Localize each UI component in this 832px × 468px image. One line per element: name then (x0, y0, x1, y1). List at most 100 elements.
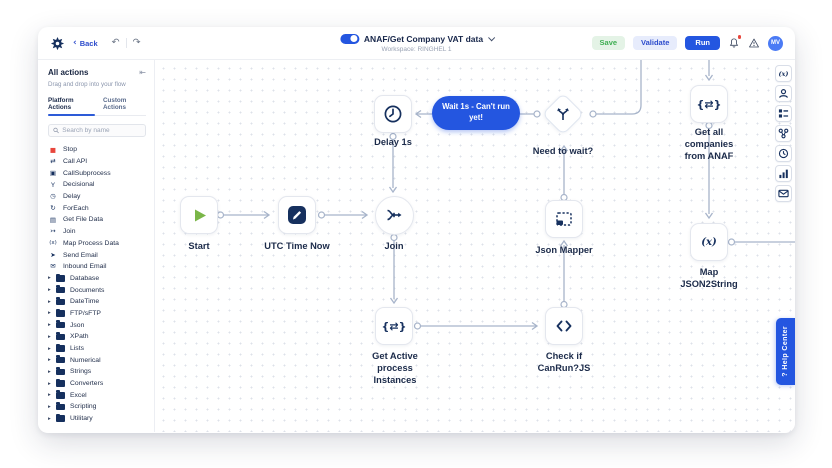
help-center-label: ? Help Center (782, 326, 789, 377)
folder-documents[interactable]: ▸ Documents (48, 284, 146, 296)
mail-icon (778, 189, 789, 198)
flow-active-toggle[interactable] (339, 33, 359, 44)
rail-connections-button[interactable] (775, 125, 792, 142)
app-logo-icon[interactable] (50, 36, 65, 51)
folder-icon (56, 402, 65, 411)
rail-history-button[interactable] (775, 145, 792, 162)
flow-title[interactable]: ANAF/Get Company VAT data (363, 33, 484, 44)
chevron-right-icon: ▸ (48, 380, 51, 387)
chevron-right-icon: ▸ (48, 403, 51, 410)
node-json-mapper-label: Json Mapper (535, 245, 593, 255)
action-item-foreach[interactable]: ↻ForEach (48, 202, 146, 214)
node-start-label: Start (188, 241, 210, 251)
code-icon (556, 320, 572, 332)
action-item-join[interactable]: ↣Join (48, 226, 146, 238)
node-get-all-companies-label: Get all companies from ANAF (684, 127, 734, 162)
rail-mail-button[interactable] (775, 185, 792, 202)
rail-variables-button[interactable]: (x) (775, 65, 792, 82)
run-button[interactable]: Run (685, 35, 720, 51)
node-json-mapper[interactable] (545, 200, 583, 238)
chevron-down-icon[interactable] (487, 34, 495, 42)
action-label: Stop (63, 146, 77, 154)
folder-excel[interactable]: ▸Excel (48, 389, 146, 401)
action-item-get-file-data[interactable]: ▤Get File Data (48, 214, 146, 226)
search-box (48, 124, 146, 137)
clock-icon (778, 148, 789, 159)
chevron-right-icon: ▸ (48, 287, 51, 294)
notifications-button[interactable] (728, 34, 742, 49)
node-get-active-instances[interactable]: {⇄} (375, 307, 413, 345)
tab-platform-actions[interactable]: Platform Actions (48, 97, 95, 116)
join-icon (387, 209, 402, 221)
folder-converters[interactable]: ▸Converters (48, 378, 146, 390)
edit-badge-icon (288, 206, 306, 224)
node-get-all-companies[interactable]: {⇄} (690, 85, 728, 123)
action-item-delay[interactable]: ◷ Delay (48, 191, 146, 203)
action-item-call-api[interactable]: ⇄Call API (48, 156, 146, 168)
chevron-right-icon: ▸ (48, 345, 51, 352)
folder-json[interactable]: ▸Json (48, 319, 146, 331)
folder-icon (56, 332, 65, 341)
action-label: Delay (63, 193, 81, 201)
tab-custom-actions[interactable]: Custom Actions (102, 97, 127, 111)
folder-datetime[interactable]: ▸DateTime (48, 296, 146, 308)
validate-button[interactable]: Validate (633, 35, 678, 51)
chevron-right-icon: ▸ (48, 415, 51, 422)
warnings-button[interactable] (748, 37, 760, 49)
back-chevron-icon: ‹ (73, 37, 77, 48)
action-item-stop[interactable]: ■Stop (48, 144, 146, 156)
divider (125, 38, 127, 48)
folder-lists[interactable]: ▸Lists (48, 343, 146, 355)
toggle-knob (350, 35, 358, 42)
action-item-map-process-data[interactable]: (x) Map Process Data (48, 238, 146, 250)
search-input[interactable] (62, 127, 141, 134)
undo-icon[interactable]: ↶ (111, 37, 120, 49)
map-data-icon: (x) (49, 239, 57, 246)
folder-icon (56, 297, 65, 306)
folder-scripting[interactable]: ▸Scripting (48, 401, 146, 413)
node-start[interactable] (180, 196, 218, 234)
node-check-if-canrun[interactable] (545, 307, 583, 345)
folder-icon (56, 355, 65, 364)
collapse-sidebar-icon[interactable]: ⇤ (139, 68, 146, 77)
action-label: Send Email (63, 251, 98, 259)
folder-xpath[interactable]: ▸XPath (48, 331, 146, 343)
node-delay-1s[interactable] (374, 95, 412, 133)
inbound-email-icon: ✉ (50, 262, 56, 271)
branch-icon (557, 108, 569, 120)
redo-icon[interactable]: ↷ (132, 37, 141, 49)
rail-analytics-button[interactable] (775, 165, 792, 182)
subprocess-icon: ▣ (49, 168, 57, 177)
rail-steps-button[interactable] (775, 105, 792, 122)
folder-ftp[interactable]: ▸FTP/sFTP (48, 308, 146, 320)
help-center-button[interactable]: ? Help Center (776, 318, 795, 385)
actions-sidebar: All actions ⇤ Drag and drop into your fl… (38, 60, 155, 432)
json-exchange-icon: {⇄} (381, 319, 407, 333)
avatar[interactable]: MV (768, 35, 783, 51)
action-item-send-email[interactable]: ➤Send Email (48, 249, 146, 261)
folder-strings[interactable]: ▸Strings (48, 366, 146, 378)
folder-database[interactable]: ▸Database (48, 273, 146, 285)
folder-utilitary[interactable]: ▸Utilitary (48, 413, 146, 425)
back-button[interactable]: ‹ Back (73, 37, 98, 48)
back-label: Back (79, 38, 98, 48)
folder-label: Documents (70, 286, 105, 294)
edge-tooltip: Wait 1s - Can't run yet! (432, 96, 520, 130)
right-toolbar: (x) (775, 65, 792, 202)
action-item-callsubprocess[interactable]: ▣CallSubprocess (48, 167, 146, 179)
save-button[interactable]: Save (591, 35, 626, 51)
action-label: Map Process Data (63, 239, 119, 247)
delay-icon: ◷ (50, 192, 56, 201)
rail-user-button[interactable] (775, 85, 792, 102)
folder-numerical[interactable]: ▸Numerical (48, 354, 146, 366)
action-item-inbound-email[interactable]: ✉Inbound Email (48, 261, 146, 273)
node-utc-time-now[interactable] (278, 196, 316, 234)
chevron-right-icon: ▸ (48, 368, 51, 375)
node-map-json2string[interactable]: (x) (690, 223, 728, 261)
folder-label: Json (70, 321, 85, 329)
node-need-to-wait[interactable] (541, 92, 585, 136)
node-join[interactable] (374, 195, 414, 235)
flow-canvas[interactable]: Start UTC Time Now (155, 60, 795, 432)
